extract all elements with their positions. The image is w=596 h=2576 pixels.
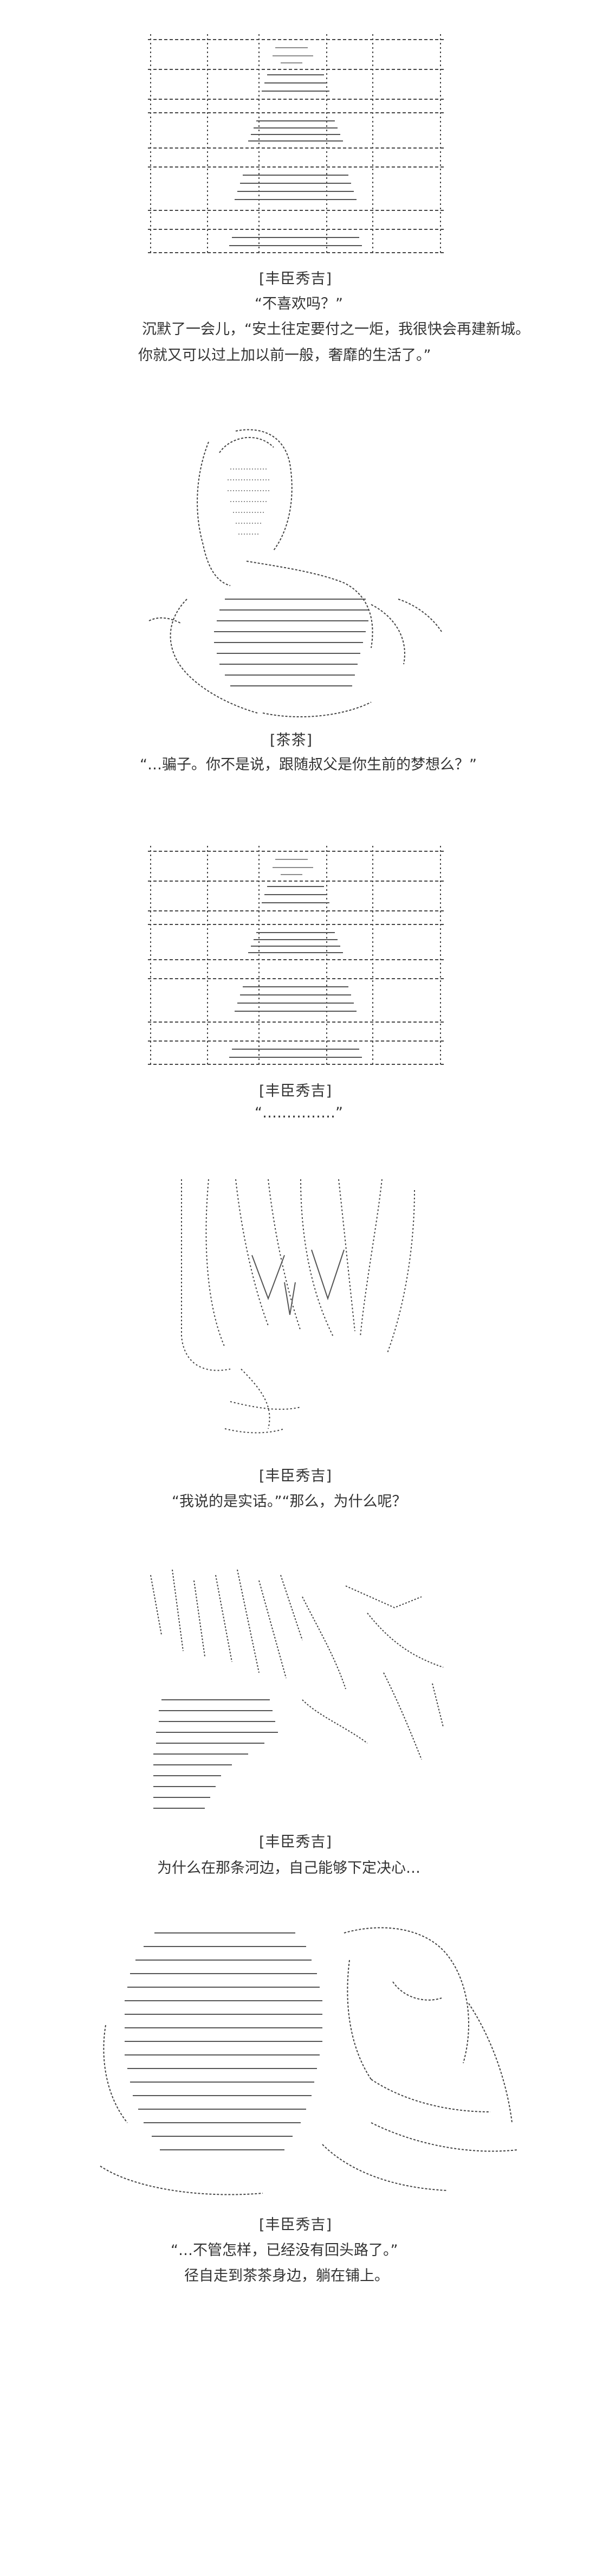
- dialogue-line: 径自走到茶茶身边，躺在铺上。: [184, 2267, 389, 2284]
- chacha-seated-art: [138, 420, 458, 727]
- speaker-label: [丰臣秀吉]: [259, 1083, 333, 1100]
- battle-scene-art: [140, 1564, 465, 1819]
- hideyoshi-kneeling-art: [176, 1174, 425, 1456]
- castle-art: [145, 31, 449, 259]
- speaker-label: [丰臣秀吉]: [259, 271, 333, 287]
- speaker-label: [丰臣秀吉]: [259, 2217, 333, 2233]
- dialogue-line: “…不管怎样，已经没有回头路了。”: [171, 2242, 398, 2259]
- dialogue-line: 你就又可以过上加以前一般，奢靡的生活了。”: [138, 347, 431, 364]
- speaker-label: [茶茶]: [270, 732, 313, 749]
- dialogue-line: 为什么在那条河边，自己能够下定决心…: [157, 1860, 420, 1877]
- embrace-scene-art: [89, 1917, 523, 2204]
- dialogue-line: “……………”: [255, 1104, 343, 1121]
- speaker-label: [丰臣秀吉]: [259, 1468, 333, 1485]
- speaker-label: [丰臣秀吉]: [259, 1834, 333, 1851]
- dialogue-line: 沉默了一会儿，“安土往定要付之一炬，我很快会再建新城。: [142, 321, 530, 338]
- dialogue-line: “不喜欢吗？”: [255, 295, 343, 312]
- castle-art: [145, 843, 449, 1071]
- dialogue-line: “我说的是实话。”“那么，为什么呢？: [172, 1493, 407, 1510]
- dialogue-line: “…骗子。你不是说，跟随叔父是你生前的梦想么？”: [140, 756, 477, 773]
